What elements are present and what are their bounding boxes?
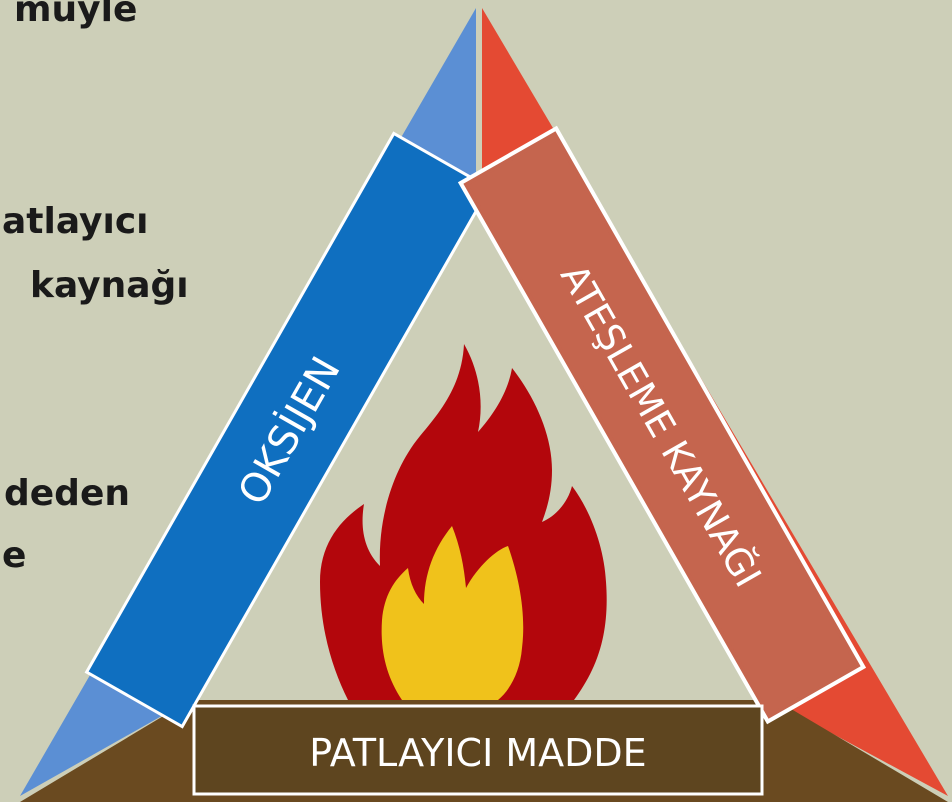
ignition-band-inner-border <box>466 133 858 717</box>
explosive-band-shape <box>192 704 764 796</box>
background-text-line-3: kaynağı <box>30 265 189 306</box>
ignition-band-shape <box>457 125 867 725</box>
background-text-line-1: muyle <box>14 0 138 30</box>
flame-icon <box>320 344 607 700</box>
flame-inner <box>381 526 524 700</box>
oxygen-band-shape <box>84 131 492 729</box>
background-text-line-2: atlayıcı <box>2 201 149 242</box>
explosive-band: PATLAYICI MADDE <box>192 704 764 796</box>
background-text-line-4: deden <box>4 473 130 514</box>
explosive-label: PATLAYICI MADDE <box>309 731 646 775</box>
background-text-line-5: e <box>2 535 27 576</box>
